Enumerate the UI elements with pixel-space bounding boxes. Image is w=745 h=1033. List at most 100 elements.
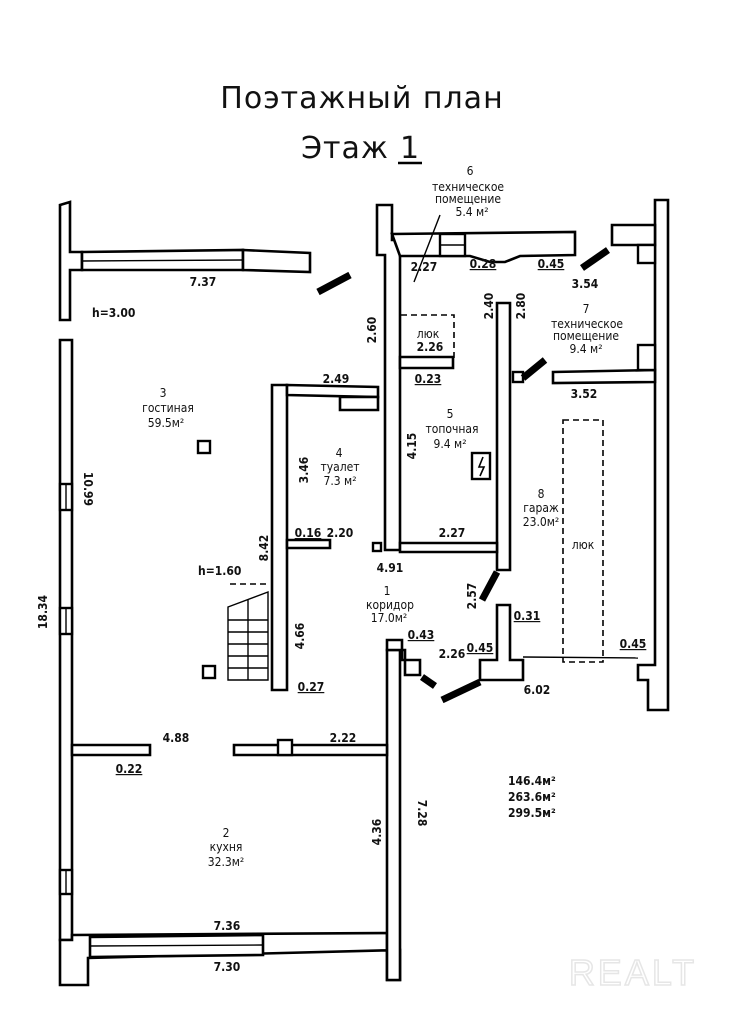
room-label-5: 5 топочная 9.4 м² <box>425 407 478 451</box>
door-entrance-small <box>420 674 437 689</box>
area-totals: 146.4м² 263.6м² 299.5м² <box>508 774 556 820</box>
leader-room6 <box>413 214 441 283</box>
dim-3-46: 3.46 <box>297 457 311 484</box>
room-label-4: 4 туалет 7.3 м² <box>320 446 359 488</box>
wall-left-main <box>58 338 74 942</box>
wall-boiler-right <box>495 301 512 572</box>
svg-text:гараж: гараж <box>523 501 559 515</box>
room-label-1: 1 коридор 17.0м² <box>366 584 414 625</box>
svg-text:техническое: техническое <box>551 317 623 331</box>
dim-0-45-right: 0.45 <box>620 637 647 651</box>
svg-text:23.0м²: 23.0м² <box>523 515 560 529</box>
ceiling-height: h=3.00 <box>92 306 135 320</box>
wall-left-upper <box>58 200 84 322</box>
hatch-room6 <box>401 314 455 358</box>
dim-7-28: 7.28 <box>415 800 429 827</box>
door-living-top <box>316 271 352 296</box>
svg-text:техническое: техническое <box>432 180 504 194</box>
svg-text:коридор: коридор <box>366 598 414 612</box>
floor-number: 1 <box>400 131 420 166</box>
room-label-8: 8 гараж 23.0м² <box>523 487 560 529</box>
dim-0-43: 0.43 <box>408 628 435 642</box>
dim-2-27-top: 2.27 <box>411 260 438 274</box>
total-area-2: 263.6м² <box>508 790 556 804</box>
hatch-garage <box>562 419 604 663</box>
svg-text:17.0м²: 17.0м² <box>371 611 408 625</box>
wall-kitchen-right-stub <box>232 743 389 757</box>
dim-8-42: 8.42 <box>257 535 271 562</box>
hatch-label-garage: люк <box>572 538 595 552</box>
svg-text:5.4 м²: 5.4 м² <box>455 205 488 219</box>
watermark-logo: REALT <box>569 952 697 993</box>
svg-text:59.5м²: 59.5м² <box>148 416 185 430</box>
floor-label: Этаж <box>301 131 389 166</box>
svg-text:кухня: кухня <box>210 840 243 854</box>
svg-text:топочная: топочная <box>425 422 478 436</box>
wall-boiler-bottom <box>398 541 499 554</box>
column-tech7-bottom <box>636 343 657 372</box>
dim-2-80: 2.80 <box>514 293 528 320</box>
dim-3-54: 3.54 <box>572 277 599 291</box>
dim-7-36: 7.36 <box>214 919 241 933</box>
dim-6-02: 6.02 <box>524 683 551 697</box>
dim-2-40: 2.40 <box>482 293 496 320</box>
door-garage <box>478 570 501 602</box>
wall-tech7-bottom <box>551 368 657 385</box>
wall-tech6-top <box>390 230 577 264</box>
wall-toilet-bottom <box>285 538 332 550</box>
wall-kitchen-right <box>385 648 402 982</box>
room-label-2: 2 кухня 32.3м² <box>208 826 245 869</box>
hatch-label-room6: люк <box>417 327 440 341</box>
svg-text:помещение: помещение <box>435 192 501 206</box>
svg-text:4: 4 <box>336 446 343 460</box>
room-label-3: 3 гостиная 59.5м² <box>142 386 194 430</box>
window-bottom-pane <box>89 944 264 947</box>
dim-7-30: 7.30 <box>214 960 241 974</box>
wall-nib-tech7 <box>511 370 525 384</box>
dim-0-31: 0.31 <box>514 609 541 623</box>
svg-text:гостиная: гостиная <box>142 401 194 415</box>
svg-text:6: 6 <box>467 164 474 178</box>
room-label-7: 7 техническое помещение 9.4 м² <box>551 302 623 356</box>
svg-text:5: 5 <box>447 407 454 421</box>
svg-text:помещение: помещение <box>553 329 619 343</box>
svg-text:32.3м²: 32.3м² <box>208 855 245 869</box>
dim-0-23: 0.23 <box>415 372 442 386</box>
total-area-1: 146.4м² <box>508 774 556 788</box>
wall-toilet-nib <box>338 395 380 412</box>
wall-toilet-left <box>270 383 289 692</box>
dim-0-22: 0.22 <box>116 762 143 776</box>
svg-text:2: 2 <box>223 826 230 840</box>
staircase <box>227 583 269 681</box>
dim-18-34: 18.34 <box>36 594 50 629</box>
window-pane-top-left <box>81 259 244 262</box>
room-label-6: 6 техническое помещение 5.4 м² <box>432 164 504 219</box>
column-kitchen <box>276 738 294 757</box>
svg-text:9.4 м²: 9.4 м² <box>433 437 466 451</box>
svg-text:9.4 м²: 9.4 м² <box>569 342 602 356</box>
dim-2-22: 2.22 <box>330 731 357 745</box>
plan-title: Поэтажный план <box>220 81 503 116</box>
column-tech7-top <box>636 243 657 265</box>
door-entrance <box>440 678 482 704</box>
dim-2-20: 2.20 <box>327 526 354 540</box>
wall-corridor-jog <box>385 638 422 677</box>
svg-text:1: 1 <box>384 584 391 598</box>
total-area-3: 299.5м² <box>508 806 556 820</box>
dim-2-26-top: 2.26 <box>417 340 444 354</box>
dim-2-49: 2.49 <box>323 372 350 386</box>
wall-top-left-solid <box>241 248 312 274</box>
column-living-2 <box>201 664 217 680</box>
wall-boiler-top-ledge <box>398 355 455 370</box>
dim-0-16: 0.16 <box>295 526 322 540</box>
dim-0-45-top: 0.45 <box>538 257 565 271</box>
wall-vertical-center <box>375 203 402 552</box>
dim-10-99: 10.99 <box>81 472 95 506</box>
door-tech7 <box>580 247 610 271</box>
wall-nib-small <box>371 541 383 553</box>
door-tech7-lower <box>520 357 548 381</box>
column-living-1 <box>196 439 212 455</box>
dim-7-37: 7.37 <box>190 275 217 289</box>
dim-4-91: 4.91 <box>377 561 404 575</box>
